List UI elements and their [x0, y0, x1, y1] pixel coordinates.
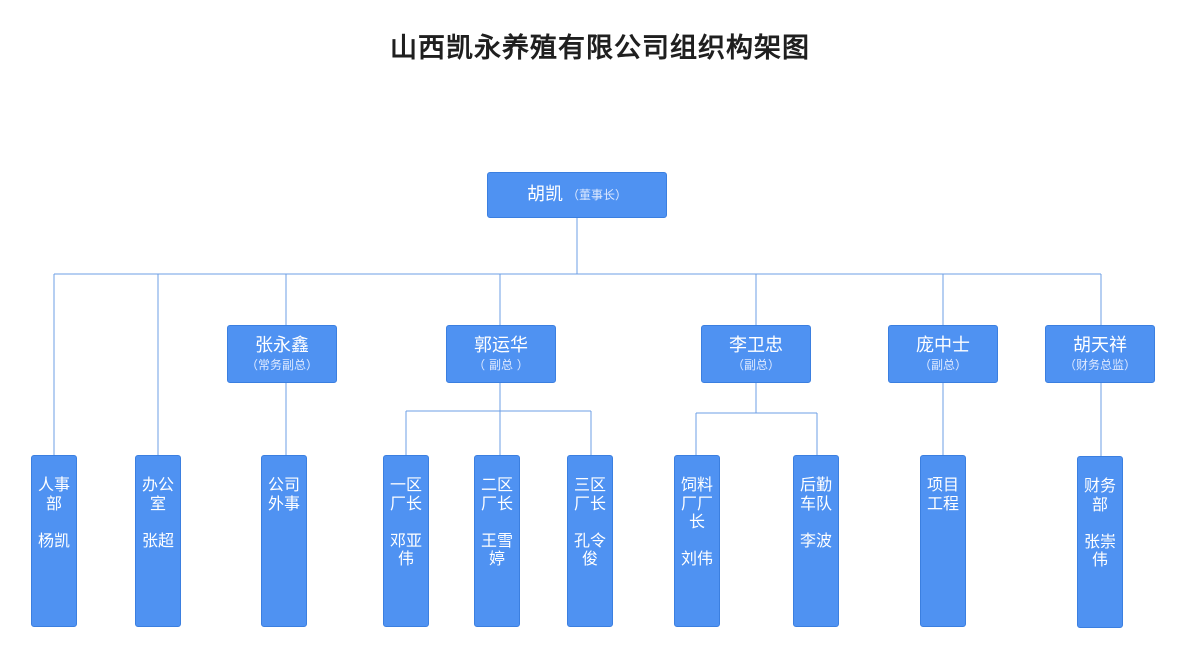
vp-role: （副总） [731, 358, 780, 372]
vp-role: （ 副总 ） [473, 358, 529, 372]
unit-dept: 二区厂长 [480, 475, 513, 513]
vp-name: 郭运华 [474, 335, 528, 356]
vp-name: 张永鑫 [255, 335, 309, 356]
vp-role: （财务总监） [1063, 358, 1136, 372]
unit-person: 张崇伟 [1083, 531, 1116, 569]
unit-dept: 一区厂长 [389, 475, 422, 513]
ceo-role: （董事长） [566, 188, 627, 202]
unit-box-logistics[interactable]: 后勤车队李波 [793, 455, 839, 627]
ceo-box[interactable]: 胡凯 （董事长） [487, 172, 667, 218]
unit-dept: 办公室 [141, 475, 174, 513]
unit-box-zone2[interactable]: 二区厂长王雪婷 [474, 455, 520, 627]
unit-person: 王雪婷 [480, 530, 513, 568]
unit-dept: 公司外事 [267, 475, 300, 513]
unit-person: 张超 [141, 530, 174, 550]
unit-dept: 后勤车队 [799, 475, 832, 513]
unit-box-zone3[interactable]: 三区厂长孔令俊 [567, 455, 613, 627]
unit-box-hr[interactable]: 人事部杨凯 [31, 455, 77, 627]
vp-name: 庞中士 [916, 335, 970, 356]
unit-box-zone1[interactable]: 一区厂长邓亚伟 [383, 455, 429, 627]
vp-role: （副总） [918, 358, 967, 372]
ceo-name: 胡凯 [526, 184, 563, 205]
unit-box-feed-plant[interactable]: 饲料厂厂长刘伟 [674, 455, 720, 627]
unit-person: 李波 [799, 530, 832, 550]
unit-box-project-engineering[interactable]: 项目工程 [920, 455, 966, 627]
vp-name: 胡天祥 [1073, 335, 1127, 356]
unit-box-finance[interactable]: 财务部张崇伟 [1077, 456, 1123, 628]
unit-box-office[interactable]: 办公室张超 [135, 455, 181, 627]
vp-box-hu-tianxiang[interactable]: 胡天祥 （财务总监） [1045, 325, 1155, 383]
unit-dept: 饲料厂厂长 [680, 475, 713, 531]
vp-role: （常务副总） [245, 358, 318, 372]
unit-box-external-affairs[interactable]: 公司外事 [261, 455, 307, 627]
unit-dept: 财务部 [1083, 476, 1116, 514]
unit-person: 邓亚伟 [389, 530, 422, 568]
unit-person: 刘伟 [680, 549, 713, 568]
unit-dept: 人事部 [37, 475, 70, 513]
unit-dept: 项目工程 [926, 475, 959, 513]
page-title: 山西凯永养殖有限公司组织构架图 [390, 33, 810, 64]
unit-dept: 三区厂长 [573, 475, 606, 513]
vp-box-guo-yunhua[interactable]: 郭运华 （ 副总 ） [446, 325, 556, 383]
vp-box-li-weizhong[interactable]: 李卫忠 （副总） [701, 325, 811, 383]
vp-box-zhang-yongxin[interactable]: 张永鑫 （常务副总） [227, 325, 337, 383]
vp-name: 李卫忠 [729, 335, 783, 356]
vp-box-pang-zhongshi[interactable]: 庞中士 （副总） [888, 325, 998, 383]
unit-person: 孔令俊 [573, 530, 606, 568]
unit-person: 杨凯 [37, 530, 70, 550]
